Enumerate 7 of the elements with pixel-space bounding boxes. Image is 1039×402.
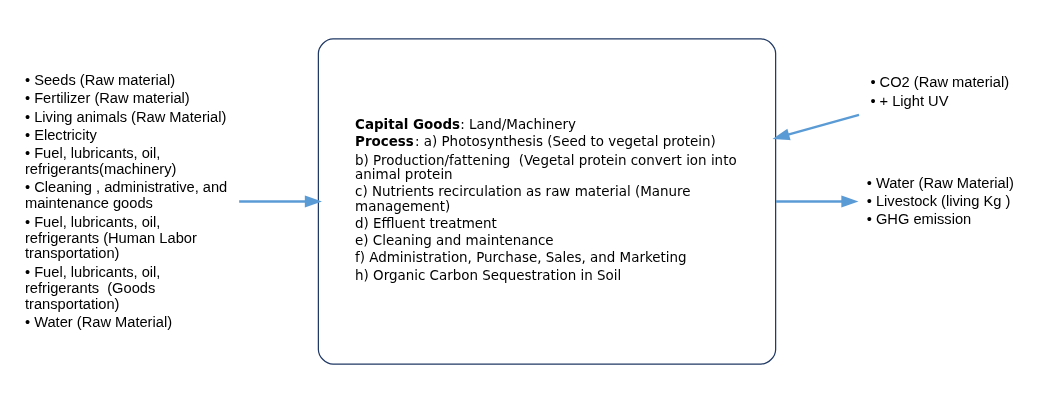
arrow	[772, 113, 860, 140]
arrow	[239, 195, 322, 207]
node-box: Capital Goods: Land/Machinery Process: a) Photosynthesis (Seed to vegetal protein) b) Production/fattening (Vegetal protein convert ion into animal protein c) Nutrients recirculation as raw material (Manure management) d) Effluent treatment e) Cleaning and maintenance f) Administration, Purchase, Sales, and Marketing h) Organic Carbon Sequestration in Soil	[317, 37, 777, 365]
node-text: • Water (Raw Material) • Livestock (living Kg ) • GHG emission	[866, 174, 1014, 227]
arrow	[776, 195, 859, 207]
node-text: • Seeds (Raw material) • Fertilizer (Raw material) • Living animals (Raw Material) • Electricity • Fuel, lubricants, oil, refrigerants(machinery) • Cleaning , administrative, and maintenance goods • Fuel, lubricants, oil, refrigerants (Human Labor transportation) • Fuel, lubricants, oil, refrigerants (Goods transportation) • Water (Raw Material)	[24, 71, 228, 330]
node-text: • CO2 (Raw material) • + Light UV	[870, 73, 1010, 109]
